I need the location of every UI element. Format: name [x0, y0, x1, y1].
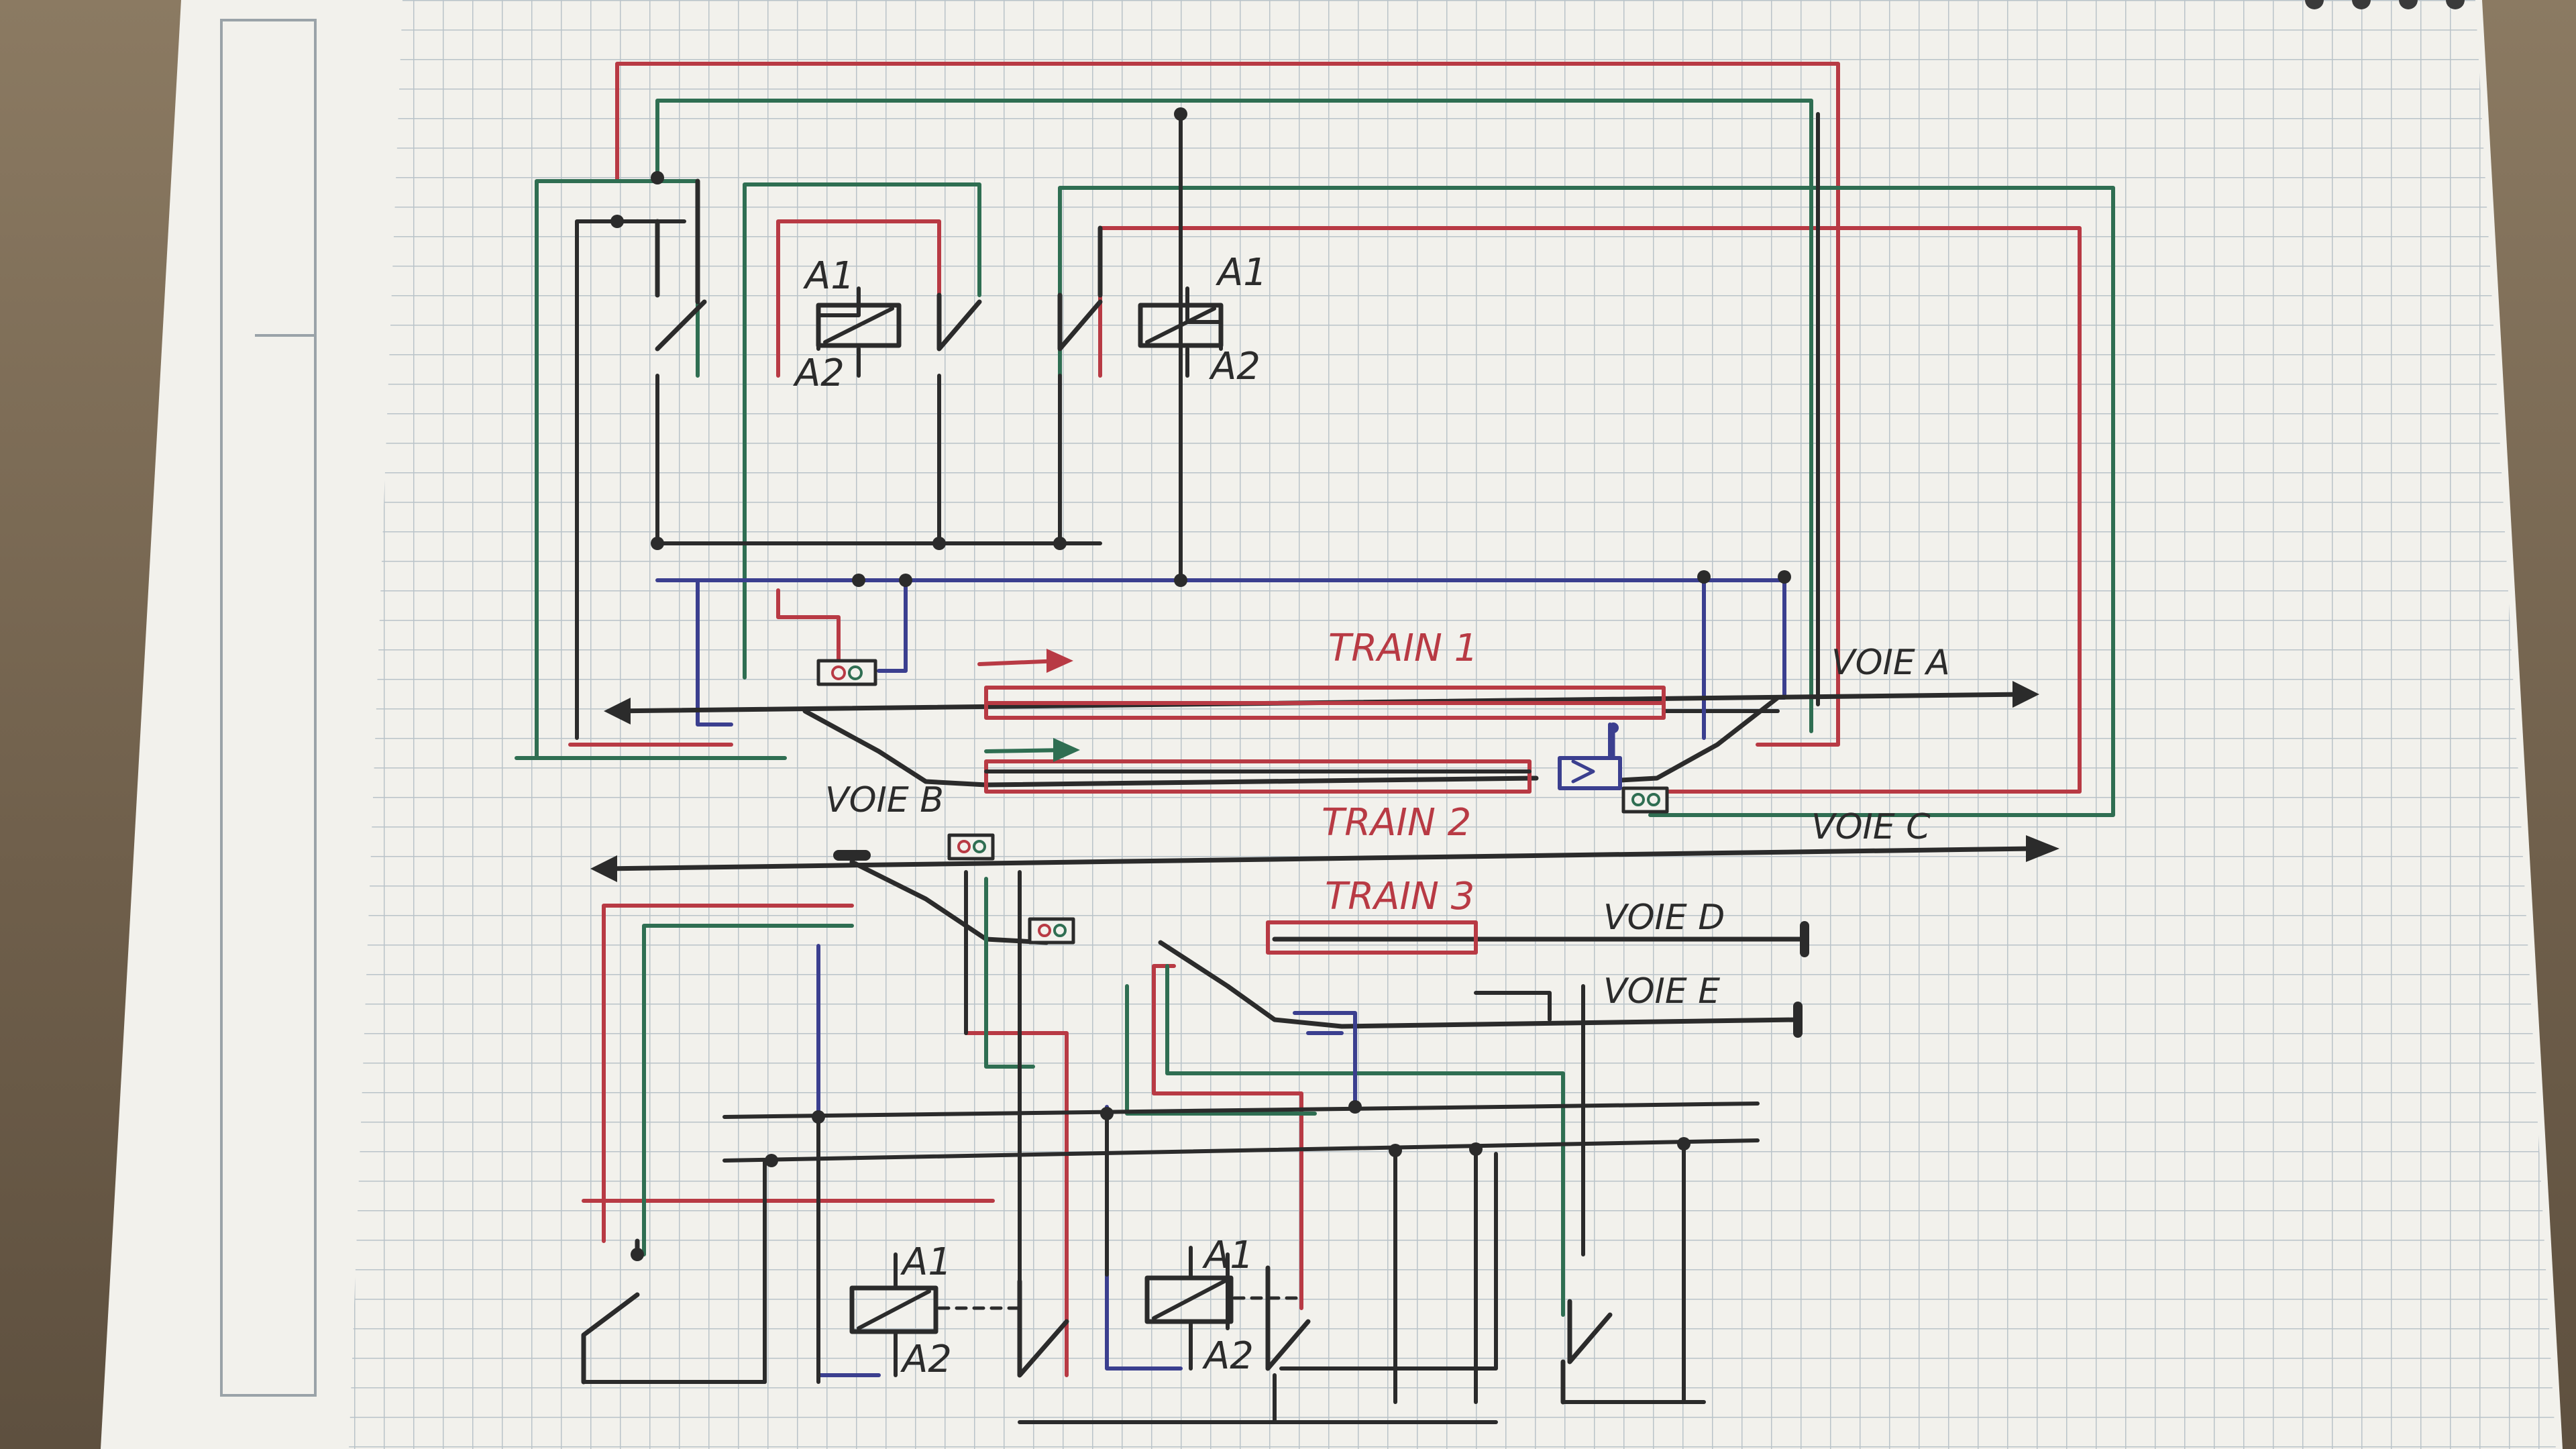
direction-arrows: [977, 649, 1080, 762]
label-train1: TRAIN 1: [1328, 627, 1478, 670]
track-voie-a: [604, 681, 2039, 788]
top-junctions: [610, 107, 1791, 587]
label-top-right-a1: A1: [1216, 251, 1267, 294]
label-train2: TRAIN 2: [1322, 801, 1471, 845]
label-top-left-a2: A2: [793, 352, 845, 395]
bottom-red-wiring: [582, 883, 1303, 1377]
signal-light-2: [1621, 786, 1669, 814]
label-train3: TRAIN 3: [1325, 875, 1474, 918]
relay-coil-top-left: [816, 303, 902, 348]
signal-light-4: [1028, 917, 1075, 945]
track-voie-d: [833, 850, 1809, 1038]
top-black-wiring: [575, 112, 1820, 740]
bottom-relay-switches: [581, 1238, 1613, 1405]
spiral-binding: [2305, 0, 2465, 9]
label-voie-b: VOIE B: [825, 780, 944, 820]
top-green-loop: [515, 99, 2115, 817]
label-top-right-a2: A2: [1209, 345, 1260, 388]
label-bottom-right-a2: A2: [1202, 1334, 1254, 1378]
bottom-green-wiring: [642, 877, 1565, 1317]
bottom-black-wiring: [582, 870, 1760, 1424]
train2-body: [984, 759, 1532, 794]
track-sensor: [1558, 722, 1622, 790]
label-bottom-right-a1: A1: [1202, 1234, 1254, 1277]
label-top-left-a1: A1: [803, 254, 855, 298]
signal-light-3: [947, 833, 995, 861]
train-labels: TRAIN 1 TRAIN 2 TRAIN 3: [1322, 627, 1478, 918]
label-bottom-left-a2: A2: [900, 1338, 952, 1381]
label-voie-a: VOIE A: [1831, 643, 1950, 683]
label-voie-d: VOIE D: [1603, 898, 1725, 938]
label-bottom-left-a1: A1: [900, 1240, 952, 1284]
relay-coil-bottom-left: [849, 1252, 1028, 1377]
bottom-junctions: [631, 1100, 1690, 1261]
label-voie-c: VOIE C: [1811, 807, 1931, 847]
track-voie-c: [590, 835, 2059, 945]
paper-margin-box: [220, 19, 317, 1397]
top-relay-switches: [655, 178, 1103, 352]
relay-coil-bottom-right: [1144, 1246, 1303, 1371]
paper-grid: [349, 0, 2556, 1449]
signal-light-1: [816, 659, 877, 686]
relay-labels: A1 A2 A1 A2 A1 A2 A1 A2: [793, 251, 1267, 1381]
relay-coil-top-right: [1138, 303, 1224, 348]
track-labels: VOIE A VOIE B VOIE C VOIE D VOIE E: [825, 643, 1950, 1012]
label-voie-e: VOIE E: [1603, 971, 1720, 1012]
train3-body: [1266, 920, 1478, 955]
train1-body: [984, 686, 1666, 720]
bottom-blue-wiring: [816, 944, 1357, 1377]
